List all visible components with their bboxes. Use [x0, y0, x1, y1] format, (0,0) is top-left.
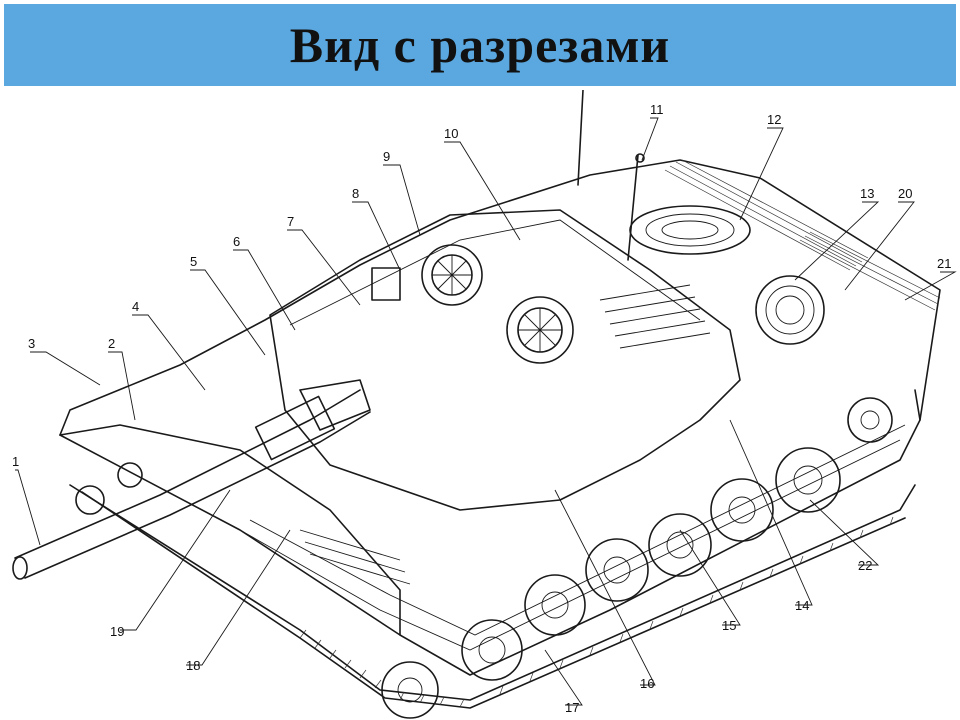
callout-4: 4	[132, 299, 139, 314]
callout-10: 10	[444, 126, 458, 141]
callout-8: 8	[352, 186, 359, 201]
callout-11: 11	[650, 102, 664, 117]
callout-18: 18	[186, 658, 200, 673]
tank-hull	[12, 90, 941, 709]
callout-labels: 1 3 2 4 5 6 7 8 9 10 11 12 13 20 21 19 1…	[12, 102, 951, 715]
callout-2: 2	[108, 336, 115, 351]
callout-22: 22	[858, 558, 872, 573]
callout-17: 17	[565, 700, 579, 715]
callout-6: 6	[233, 234, 240, 249]
callout-leaders	[15, 117, 957, 706]
callout-20: 20	[898, 186, 912, 201]
callout-1: 1	[12, 454, 19, 469]
callout-13: 13	[860, 186, 874, 201]
callout-19: 19	[110, 624, 124, 639]
title-bar: Вид с разрезами	[4, 4, 956, 86]
callout-9: 9	[383, 149, 390, 164]
tank-cutaway-diagram: 1 3 2 4 5 6 7 8 9 10 11 12 13 20 21 19 1…	[12, 90, 957, 719]
callout-16: 16	[640, 676, 654, 691]
callout-3: 3	[28, 336, 35, 351]
callout-14: 14	[795, 598, 809, 613]
road-wheels	[381, 397, 893, 719]
callout-15: 15	[722, 618, 736, 633]
callout-21: 21	[937, 256, 951, 271]
callout-5: 5	[190, 254, 197, 269]
callout-7: 7	[287, 214, 294, 229]
page-title: Вид с разрезами	[289, 17, 671, 73]
callout-12: 12	[767, 112, 781, 127]
